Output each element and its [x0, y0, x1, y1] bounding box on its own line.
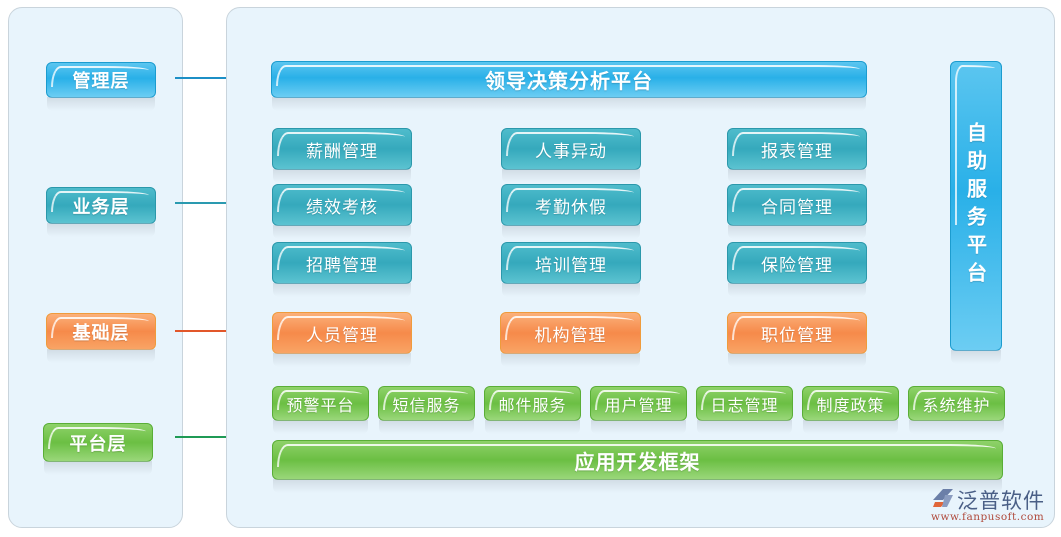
service-label: 用户管理 — [604, 395, 673, 415]
module-label: 培训管理 — [535, 255, 607, 276]
module-performance[interactable]: 绩效考核 — [272, 184, 412, 239]
self-service-platform[interactable]: 自助服务平台 — [950, 61, 1002, 364]
service-sms[interactable]: 短信服务 — [378, 386, 475, 434]
service-label: 日志管理 — [710, 395, 779, 415]
module-label: 人事异动 — [535, 141, 607, 162]
service-label: 制度政策 — [816, 395, 885, 415]
service-label: 预警平台 — [286, 395, 355, 415]
decision-platform-bar[interactable]: 领导决策分析平台 — [271, 61, 867, 111]
layer-platform[interactable]: 平台层 — [43, 423, 153, 475]
fanpu-logo-icon — [933, 489, 953, 507]
fanpu-logo: 泛普软件 www.fanpusoft.com — [929, 485, 1051, 525]
module-reports[interactable]: 报表管理 — [727, 128, 867, 183]
layer-management[interactable]: 管理层 — [46, 62, 156, 111]
module-personnel-change[interactable]: 人事异动 — [501, 128, 641, 183]
logo-brand-text: 泛普软件 — [957, 489, 1045, 513]
module-label: 人员管理 — [306, 325, 378, 346]
module-label: 保险管理 — [761, 255, 833, 276]
service-label: 系统维护 — [922, 395, 991, 415]
service-alert-platform[interactable]: 预警平台 — [272, 386, 369, 434]
module-positions[interactable]: 职位管理 — [727, 312, 867, 367]
module-staff[interactable]: 人员管理 — [272, 312, 412, 367]
dev-framework-bar[interactable]: 应用开发框架 — [272, 440, 1003, 493]
module-label: 报表管理 — [761, 141, 833, 162]
service-email[interactable]: 邮件服务 — [484, 386, 581, 434]
module-contracts[interactable]: 合同管理 — [727, 184, 867, 239]
layer-platform-label: 平台层 — [69, 433, 127, 455]
layer-management-label: 管理层 — [72, 71, 130, 92]
module-label: 职位管理 — [761, 325, 833, 346]
service-log-management[interactable]: 日志管理 — [696, 386, 793, 434]
service-label: 邮件服务 — [498, 395, 567, 415]
service-label: 短信服务 — [392, 395, 461, 415]
layer-foundation[interactable]: 基础层 — [46, 313, 156, 363]
service-user-management[interactable]: 用户管理 — [590, 386, 687, 434]
self-service-label: 自助服务平台 — [963, 122, 988, 290]
module-label: 绩效考核 — [306, 197, 378, 218]
dev-framework-label: 应用开发框架 — [574, 449, 701, 474]
module-attendance[interactable]: 考勤休假 — [501, 184, 641, 239]
module-insurance[interactable]: 保险管理 — [727, 242, 867, 297]
module-recruitment[interactable]: 招聘管理 — [272, 242, 412, 297]
module-salary[interactable]: 薪酬管理 — [272, 128, 412, 183]
decision-platform-label: 领导决策分析平台 — [485, 69, 653, 93]
logo-url-text: www.fanpusoft.com — [931, 511, 1045, 523]
layer-foundation-label: 基础层 — [72, 322, 130, 344]
module-label: 合同管理 — [761, 197, 833, 218]
service-policies[interactable]: 制度政策 — [802, 386, 899, 434]
module-organization[interactable]: 机构管理 — [500, 312, 641, 367]
layer-business[interactable]: 业务层 — [46, 187, 156, 237]
module-label: 薪酬管理 — [306, 141, 378, 162]
module-label: 机构管理 — [534, 325, 607, 346]
service-system-maintenance[interactable]: 系统维护 — [908, 386, 1005, 434]
layer-business-label: 业务层 — [72, 196, 130, 218]
module-label: 招聘管理 — [306, 255, 378, 276]
module-training[interactable]: 培训管理 — [501, 242, 641, 297]
module-label: 考勤休假 — [535, 197, 607, 218]
